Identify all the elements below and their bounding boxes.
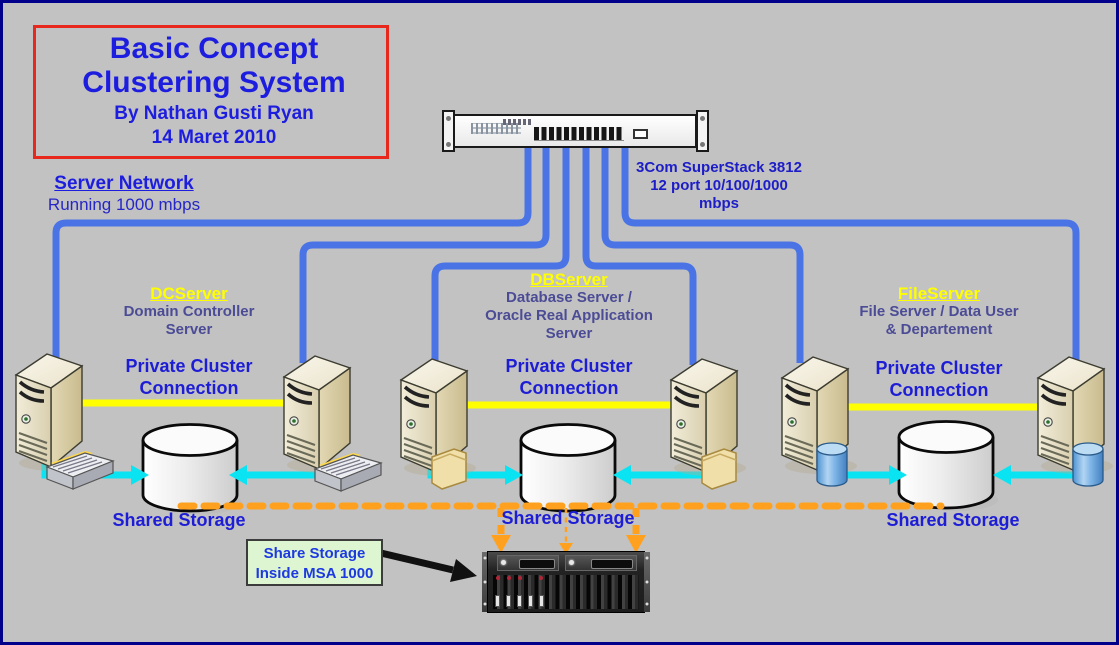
msa-rail-right <box>644 552 650 612</box>
switch-mount-ear-right <box>696 110 709 152</box>
database-cylinder-icon <box>816 442 848 487</box>
cluster-name-fileserver: FileServer <box>897 284 981 303</box>
cluster-desc-line: Database Server / <box>506 289 632 306</box>
callout-line-1: Share Storage <box>263 545 366 562</box>
drive-handle-icon <box>528 595 533 607</box>
arrowhead-left-icon <box>229 465 247 485</box>
msa-controller-module <box>497 555 559 571</box>
led-icon <box>501 560 506 565</box>
msa-module-slot <box>519 559 555 569</box>
database-cylinder-icon <box>1072 442 1104 487</box>
arrowhead-right-icon <box>889 465 907 485</box>
title-date: 14 Maret 2010 <box>151 127 277 148</box>
callout-arrow <box>380 549 477 582</box>
network-cable-blue <box>582 148 697 365</box>
cluster-desc-line: Server <box>165 321 213 338</box>
storage-cable-arrowheads <box>131 465 1011 485</box>
led-icon <box>569 560 574 565</box>
msa-drive-bays <box>493 575 639 609</box>
screw-icon <box>446 116 451 121</box>
disk-cylinder-icon <box>897 420 1000 513</box>
msa-callout-box: Share Storage Inside MSA 1000 <box>246 539 383 586</box>
network-cable-blue <box>431 148 570 365</box>
arrowhead-down-icon <box>626 535 646 553</box>
cluster-desc-line: Domain Controller <box>123 303 255 320</box>
private-cluster-label-line: Connection <box>889 380 989 400</box>
disk-cylinder-icon <box>519 423 622 516</box>
title-box: Basic Concept Clustering System By Natha… <box>33 25 389 159</box>
private-cluster-label-line: Private Cluster <box>125 356 253 376</box>
disk-cylinder-icon <box>141 423 244 516</box>
drive-led-icon <box>539 576 543 580</box>
arrowhead-down-icon <box>491 535 511 553</box>
switch-label-line-2: 12 port 10/100/1000 <box>650 177 788 194</box>
msa-controller-module <box>565 555 637 571</box>
arrowhead-left-icon <box>993 465 1011 485</box>
drive-handle-icon <box>539 595 544 607</box>
network-cable-blue <box>299 148 550 363</box>
shared-storage-label: Shared Storage <box>501 508 635 528</box>
msa-module-slot <box>591 559 633 569</box>
network-cable-blue <box>621 148 1080 365</box>
cluster-name-dbserver: DBServer <box>530 270 608 289</box>
arrowhead-right-icon <box>131 465 149 485</box>
title-line-1: Basic Concept <box>109 32 319 65</box>
switch-rj45-ports <box>534 127 624 141</box>
network-cable-blue <box>52 148 532 363</box>
cluster-desc-line: File Server / Data User <box>859 303 1019 320</box>
msa-rail-left <box>482 552 488 612</box>
diagram-connections-layer <box>14 148 1115 582</box>
drive-led-icon <box>496 576 500 580</box>
arrowhead-down-icon <box>559 543 573 554</box>
cluster-desc-line: & Departement <box>885 321 993 338</box>
server-network-cables <box>52 148 1080 365</box>
title-line-2: Clustering System <box>82 66 346 99</box>
private-cluster-label-line: Connection <box>519 378 619 398</box>
callout-arrow-shaft <box>380 549 454 574</box>
drive-led-icon <box>518 576 522 580</box>
switch-faceplate-print <box>503 119 531 125</box>
private-cluster-label-line: Private Cluster <box>505 356 633 376</box>
arrowhead-left-icon <box>613 465 631 485</box>
shared-storage-label: Shared Storage <box>112 510 246 530</box>
server-network-label: Server Network <box>54 173 194 194</box>
cluster-desc-line: Oracle Real Application <box>485 307 653 324</box>
switch-label-line-3: mbps <box>698 195 740 212</box>
msa-storage-bus <box>177 502 945 554</box>
folder-icon <box>431 448 467 490</box>
drive-handle-icon <box>495 595 500 607</box>
switch-uplink-port <box>633 129 648 139</box>
drive-handle-icon <box>517 595 522 607</box>
arrowhead-right-icon <box>450 559 477 582</box>
switch-led-block <box>471 123 521 134</box>
private-cluster-links <box>79 399 1037 411</box>
private-cluster-label-line: Private Cluster <box>875 358 1003 378</box>
callout-line-2: Inside MSA 1000 <box>255 565 374 582</box>
private-cluster-label-line: Connection <box>139 378 239 398</box>
title-author: By Nathan Gusti Ryan <box>114 103 314 124</box>
cluster-desc-line: Server <box>545 325 593 342</box>
folder-icon <box>701 448 737 490</box>
switch-label-line-1: 3Com SuperStack 3812 <box>636 159 802 176</box>
server-network-speed: Running 1000 mbps <box>47 195 201 214</box>
drive-handle-icon <box>506 595 511 607</box>
arrowhead-right-icon <box>505 465 523 485</box>
screw-icon <box>700 116 705 121</box>
drive-led-icon <box>507 576 511 580</box>
shared-storage-label: Shared Storage <box>886 510 1020 530</box>
network-cable-blue <box>601 148 804 363</box>
cluster-name-dcserver: DCServer <box>150 284 228 303</box>
